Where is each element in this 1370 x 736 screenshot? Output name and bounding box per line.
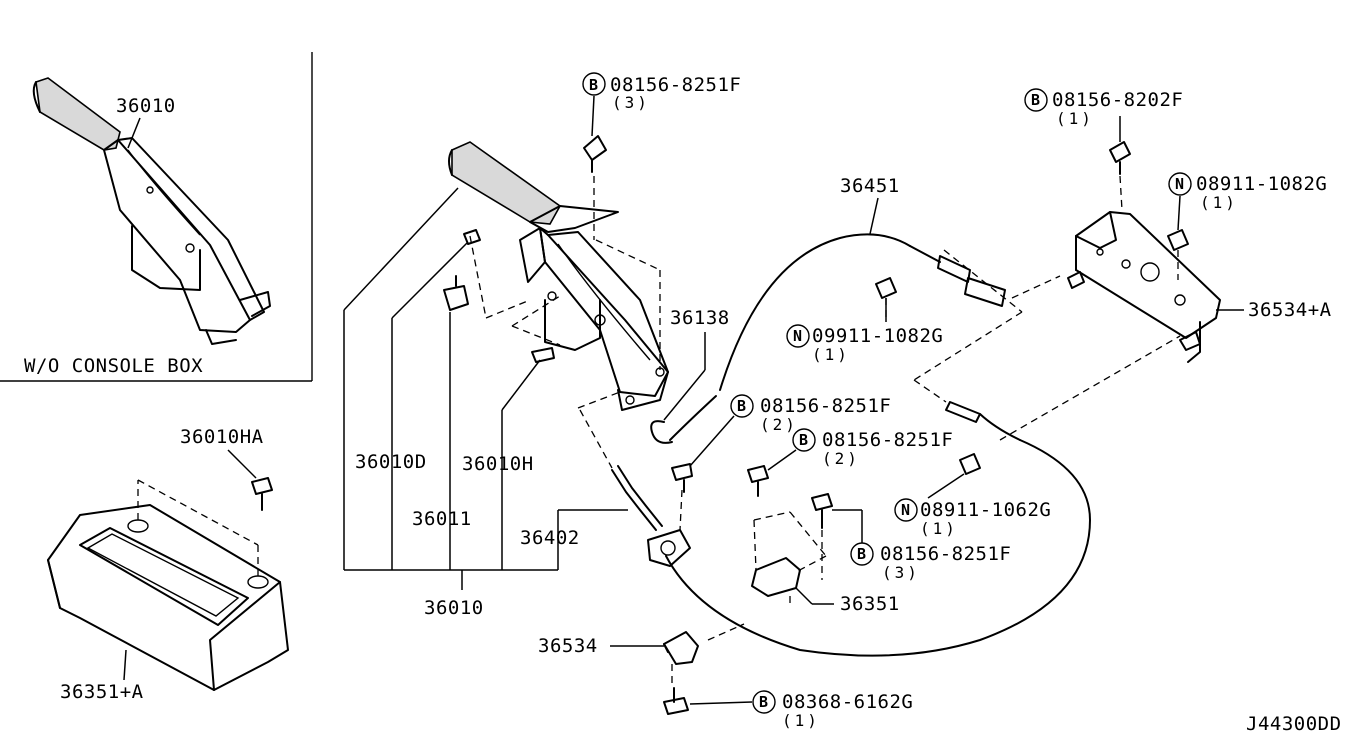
- part-36534A-label: 36534+A: [1248, 299, 1332, 321]
- part-36138-label: 36138: [670, 307, 730, 329]
- fastener-b2-number: 08156-8202F: [1052, 89, 1183, 111]
- fastener-n3-prefix: N: [901, 501, 910, 519]
- fastener-n1-prefix: N: [1175, 175, 1184, 193]
- part-36010-callout-tree: [343, 187, 628, 590]
- bolt-plate-left-drawing: [747, 465, 769, 497]
- fastener-callout-n2: N 09911-1082G (1): [786, 298, 943, 364]
- diagram-code: J44300DD: [1246, 713, 1342, 735]
- fastener-b4-qty: (2): [822, 449, 860, 468]
- cover-plate-36351-drawing: [751, 511, 827, 604]
- console-cover-label: 36351+A: [60, 681, 144, 703]
- front-cable-36402-drawing: [611, 465, 691, 567]
- part-36010D-label: 36010D: [355, 451, 427, 473]
- fastener-b6-number: 08368-6162G: [782, 691, 913, 713]
- fastener-n2-qty: (1): [812, 345, 850, 364]
- part-36010H-label: 36010H: [462, 453, 534, 475]
- fastener-callout-b3: B 08156-8251F (2): [689, 394, 891, 467]
- part-36010-label: 36010: [424, 597, 484, 619]
- bolt-center-left-drawing: [671, 463, 693, 493]
- fastener-b4-number: 08156-8251F: [822, 429, 953, 451]
- inset-panel: W/O CONSOLE BOX 36010: [0, 52, 313, 382]
- rear-cable-36451-drawing: [665, 233, 1181, 657]
- fastener-callout-n3: N 08911-1062G (1): [894, 473, 1051, 538]
- fastener-b3-prefix: B: [737, 397, 746, 415]
- fastener-callout-b2: B 08156-8202F (1): [1024, 88, 1183, 142]
- inset-variant-label: W/O CONSOLE BOX: [24, 355, 203, 377]
- fastener-b3-qty: (2): [760, 415, 798, 434]
- console-bolt-drawing: [251, 477, 273, 511]
- part-36451-label: 36451: [840, 175, 900, 197]
- fastener-b5-prefix: B: [857, 545, 866, 563]
- nut-bracket-right-drawing: [1167, 229, 1189, 280]
- part-36011-label: 36011: [412, 508, 472, 530]
- inset-lever-assembly-drawing: [32, 77, 271, 345]
- lever-assembly-drawing: [448, 141, 669, 469]
- fastener-n2-prefix: N: [793, 327, 802, 345]
- fastener-b1-number: 08156-8251F: [610, 74, 741, 96]
- fastener-callout-b1: B 08156-8251F (3): [582, 72, 741, 137]
- fastener-n2-number: 09911-1082G: [812, 325, 943, 347]
- fastener-callout-b4: B 08156-8251F (2): [767, 428, 953, 471]
- bracket-36011-drawing: [443, 275, 469, 311]
- bracket-36534A-drawing: [1067, 211, 1221, 363]
- fastener-b1-qty: (3): [612, 93, 650, 112]
- fastener-b2-qty: (1): [1056, 109, 1094, 128]
- nut-rear-right-drawing: [959, 453, 981, 475]
- inset-part-number-label: 36010: [116, 95, 176, 117]
- fastener-b5-number: 08156-8251F: [880, 543, 1011, 565]
- fastener-n3-number: 08911-1062G: [920, 499, 1051, 521]
- clip-36534-drawing: [663, 631, 699, 686]
- fastener-n1-number: 08911-1082G: [1196, 173, 1327, 195]
- console-bolt-label: 36010HA: [180, 426, 264, 448]
- fastener-callout-b5: B 08156-8251F (3): [832, 509, 1011, 582]
- clip-36010D-drawing: [463, 229, 481, 245]
- bolt-plate-right-drawing: [811, 493, 833, 529]
- fastener-b5-qty: (3): [882, 563, 920, 582]
- fastener-b6-qty: (1): [782, 711, 820, 730]
- part-36402-label: 36402: [520, 527, 580, 549]
- fastener-b2-prefix: B: [1031, 91, 1040, 109]
- fastener-n3-qty: (1): [920, 519, 958, 538]
- bolt-bracket-top-drawing: [1109, 141, 1131, 211]
- bolt-bottom-drawing: [663, 687, 689, 715]
- pin-36010H-drawing: [531, 347, 555, 363]
- fastener-b6-prefix: B: [759, 693, 768, 711]
- fastener-b4-prefix: B: [799, 431, 808, 449]
- fastener-b1-prefix: B: [589, 76, 598, 94]
- part-36534-label: 36534: [538, 635, 598, 657]
- fastener-callout-n1: N 08911-1082G (1): [1168, 172, 1327, 231]
- fastener-b3-number: 08156-8251F: [760, 395, 891, 417]
- clip-36138-drawing: [650, 420, 673, 444]
- part-36351-label: 36351: [840, 593, 900, 615]
- bolt-top-center-drawing: [583, 135, 607, 240]
- console-cover-drawing: [47, 479, 289, 691]
- fastener-callout-b6: B 08368-6162G (1): [689, 690, 913, 730]
- fastener-n1-qty: (1): [1200, 193, 1238, 212]
